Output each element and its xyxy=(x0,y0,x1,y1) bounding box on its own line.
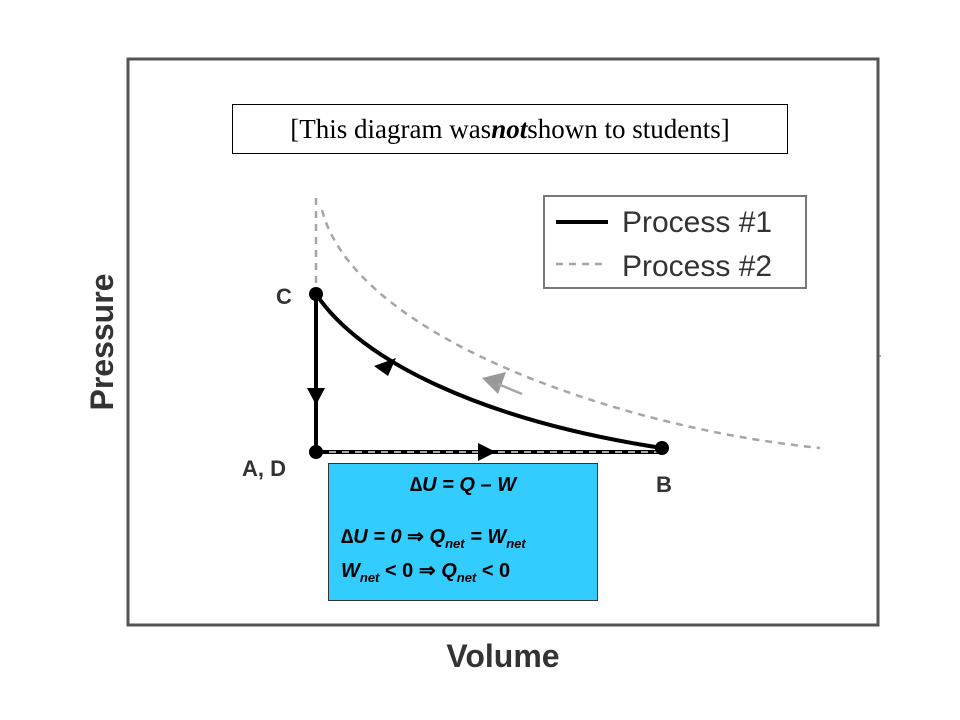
eq3-lt2: < 0 xyxy=(476,560,511,582)
eq3-w: W xyxy=(341,560,360,582)
eq2-q: Q xyxy=(423,526,446,548)
point-ad-label: A, D xyxy=(242,456,286,481)
eq2-u: U = 0 xyxy=(353,526,408,548)
y-axis-label: Pressure xyxy=(84,274,120,411)
process-2-arrow-tail xyxy=(497,382,523,396)
stray-dot xyxy=(879,355,881,357)
process-2-arrow xyxy=(482,372,506,394)
plot-frame xyxy=(126,57,880,627)
eq1-delta: ∆ xyxy=(409,474,423,496)
legend-frame xyxy=(543,195,807,289)
process-1-arrow-ab xyxy=(478,443,496,461)
process-1-curve-cb xyxy=(314,292,663,450)
point-b-label: B xyxy=(656,472,672,497)
eq2-implies: ⇒ xyxy=(407,526,424,548)
equation-line-1: ∆U = Q – W xyxy=(329,474,597,497)
eq3-q-sub: net xyxy=(456,570,477,585)
eq2-q-sub: net xyxy=(445,536,465,551)
point-b-marker xyxy=(655,441,669,455)
equation-line-3: Wnet < 0 ⇒ Qnet < 0 xyxy=(341,558,510,585)
eq3-w-sub: net xyxy=(359,570,380,585)
point-c-label: C xyxy=(276,284,292,309)
eq3-q: Q xyxy=(435,560,457,582)
note-suffix: shown to students] xyxy=(527,113,730,144)
legend: Process #1 Process #2 xyxy=(543,195,807,289)
eq2-w: = W xyxy=(464,526,507,548)
eq2-w-sub: net xyxy=(506,536,526,551)
eq3-lt: < 0 xyxy=(379,560,419,582)
note-emphasis: not xyxy=(491,113,528,144)
x-axis-label: Volume xyxy=(446,638,559,674)
process-1-arrow-cb xyxy=(374,358,396,376)
legend-label-process-1: Process #1 xyxy=(622,206,772,239)
legend-label-process-2: Process #2 xyxy=(622,250,772,283)
not-shown-note: [This diagram was not shown to students] xyxy=(232,104,788,154)
process-1-arrow-cd xyxy=(307,388,325,405)
point-ad-marker xyxy=(309,445,323,459)
note-prefix: [This diagram was xyxy=(290,113,492,144)
equation-box: ∆U = Q – W ∆U = 0 ⇒ Qnet = Wnet Wnet < 0… xyxy=(328,463,598,601)
eq3-implies: ⇒ xyxy=(418,560,436,582)
equation-line-2: ∆U = 0 ⇒ Qnet = Wnet xyxy=(341,524,526,551)
eq1-text: U = Q – W xyxy=(422,474,517,496)
eq2-delta: ∆ xyxy=(341,526,354,548)
point-c-marker xyxy=(309,287,323,301)
